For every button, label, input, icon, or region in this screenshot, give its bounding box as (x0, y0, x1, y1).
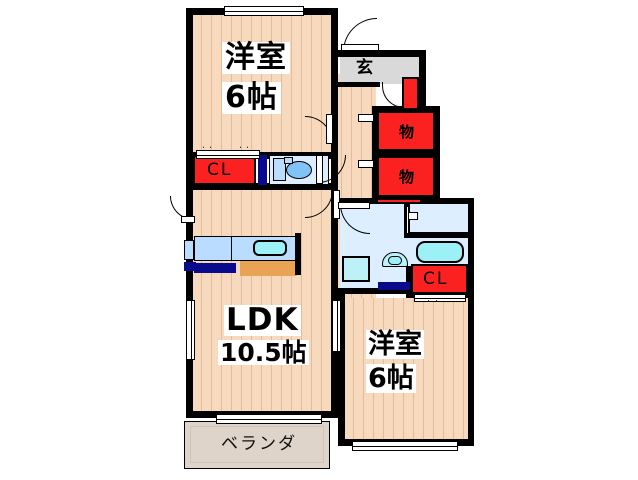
room-south-window-bottom[interactable] (352, 441, 458, 451)
storage-upper[interactable]: 物 (377, 111, 435, 151)
toilet-seat-tab (284, 157, 293, 164)
veranda-inner-line (190, 426, 324, 463)
closet-south[interactable]: CL (411, 264, 468, 294)
entrance-door-leaf[interactable] (341, 44, 379, 51)
kitchen-stove[interactable] (194, 263, 236, 273)
bathtub (416, 241, 464, 263)
room-north-name-label: 洋室 (222, 42, 290, 74)
wall-closet-band-bottom (186, 183, 338, 190)
ldk-size-label: 10.5帖 (218, 338, 309, 367)
ldk-floor (192, 190, 332, 418)
kitchen-worktop (240, 261, 297, 276)
wall-water-right (468, 198, 474, 446)
washbasin-bowl (388, 256, 402, 265)
wall-entrance-top (338, 50, 426, 57)
genkan-inner-door-arc[interactable] (382, 82, 404, 108)
toilet-bowl-icon (286, 161, 312, 179)
room-north-size-label: 6帖 (222, 82, 281, 114)
storage-upper-door-tab[interactable] (358, 114, 374, 122)
kitchen-window-sill (184, 262, 196, 271)
room-south-closet-doors[interactable] (414, 294, 466, 302)
ldk-window-left[interactable] (186, 300, 195, 360)
veranda-label: ベランダ (221, 434, 297, 454)
wall-north-right (331, 8, 338, 198)
washroom-navy-strip (378, 282, 410, 290)
ldk-name-label: LDK (224, 302, 301, 338)
wall-room-south-left (338, 288, 345, 446)
room-south-name-label: 洋室 (366, 329, 424, 360)
room-north-closet-doors[interactable] (196, 150, 260, 159)
storage-lower[interactable]: 物 (377, 156, 435, 197)
shoe-closet[interactable] (402, 77, 419, 110)
wall-north-left (186, 8, 193, 158)
wall-washroom-bottom (336, 288, 412, 294)
storage-lower-label: 物 (399, 168, 415, 186)
room-south-size-label: 6帖 (366, 363, 416, 394)
toilet-cistern (273, 158, 286, 181)
ldk-left-door-leaf[interactable] (181, 216, 195, 223)
wall-closet-band-left (186, 152, 193, 190)
washroom-door-leaf[interactable] (338, 202, 370, 209)
room-south-window-left[interactable] (332, 300, 341, 352)
wall-entrance-right (419, 50, 426, 110)
room-north-door-leaf[interactable] (326, 114, 333, 144)
room-north-window-top[interactable] (224, 6, 304, 16)
kitchen-counter-split (231, 236, 232, 261)
washing-machine-space (342, 256, 370, 282)
kitchen-partition-wall (295, 233, 301, 275)
wall-water-left (331, 198, 338, 298)
closet-north[interactable]: CL (193, 155, 256, 185)
closet-north-divider (258, 155, 267, 185)
bath-door-line (406, 206, 409, 234)
wall-bath-divider-h (404, 232, 468, 238)
ldk-window-veranda[interactable] (216, 414, 322, 424)
closet-south-label: CL (423, 269, 449, 289)
storage-upper-label: 物 (399, 123, 415, 141)
kitchen-window-left (184, 240, 194, 260)
storage-lower-door-tab[interactable] (358, 160, 374, 168)
entrance-label: 玄 (356, 58, 373, 78)
toilet-door-leaf[interactable] (316, 155, 323, 184)
wall-entrance-bottom-step (338, 82, 380, 87)
kitchen-sink (253, 240, 287, 256)
wall-storage-mid (372, 150, 440, 156)
closet-south-top-strip (376, 198, 422, 204)
closet-north-label: CL (207, 160, 233, 180)
bath-door-marker[interactable] (408, 212, 418, 220)
